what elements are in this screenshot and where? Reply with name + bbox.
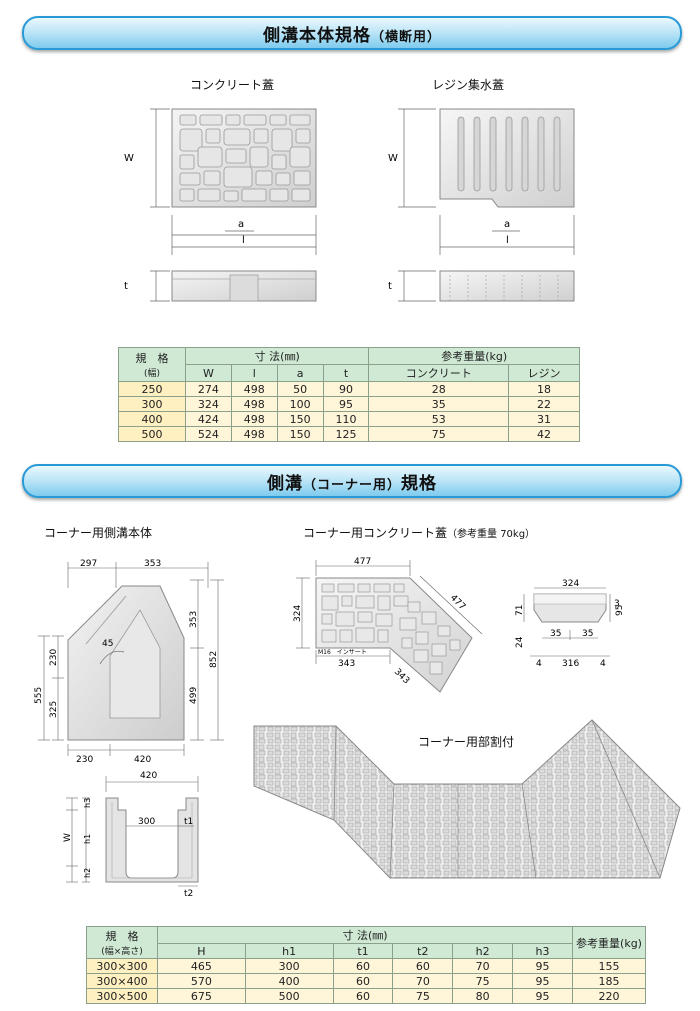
lid-sect-35b: 35 [582,629,593,639]
cs-dim-W: W [63,833,73,842]
concrete-l-label: l [242,235,245,246]
channel-cross-section-drawing: 420 300 t1 t2 h3 h1 h2 W [63,771,199,899]
lid-sect-3: 3 [614,599,620,609]
resin-lid-plan-drawing: W a l t [388,108,575,302]
section1-banner: 側溝本体規格（横断用） [22,16,682,50]
corner-lid-insert: M16 インサート [318,649,367,656]
table1-col-t: t [322,364,370,382]
table2-col-h3: h3 [512,943,573,959]
corner-lid-dim-343: 343 [338,659,355,669]
cs-dim-420: 420 [140,771,157,781]
cs-dim-h2: h2 [83,868,92,878]
channel-outline [105,797,199,883]
lid-sect-324: 324 [562,579,579,589]
concrete-a-label: a [238,219,244,230]
corner-body-dim-230: 230 [76,755,93,765]
cs-dim-t2: t2 [184,889,193,899]
cs-dim-300: 300 [138,817,155,827]
corner-lid-dim-477: 477 [354,557,371,567]
table2-weight-header: 参考重量(kg) [572,926,646,959]
corner-body-dim-499: 499 [189,687,199,704]
spec-table-straight: 規 格(幅) 寸 法(㎜) 参考重量(kg) W l a t コンクリート レジ… [118,347,580,442]
cs-dim-h3: h3 [83,798,92,808]
cs-dim-t1: t1 [184,817,193,827]
concrete-t-label: t [124,281,128,292]
lid-sect-24: 24 [515,636,525,648]
table1-col-W: W [185,364,232,382]
concrete-lid-pattern [179,114,311,202]
lid-sect-71: 71 [515,605,525,616]
cs-dim-h1: h1 [83,834,92,844]
lid-sect-35a: 35 [550,629,561,639]
lid-sect-4a: 4 [536,659,542,669]
table1-col-concrete: コンクリート [368,364,510,382]
resin-lid-slots [457,116,561,192]
corner-lid-dim-343d: 343 [392,667,411,686]
lid-sect-316: 316 [562,659,579,669]
corner-body-dim-325: 325 [49,701,59,718]
corner-body-label: コーナー用側溝本体 [44,526,153,540]
resin-a-label: a [504,219,510,230]
section1-title: 側溝本体規格（横断用） [262,25,441,46]
corner-cut-label: コーナー用部割付 [418,735,515,749]
table2-col-h1: h1 [244,943,334,959]
resin-lid-label: レジン集水蓋 [432,78,505,92]
corner-layout-shape [253,719,681,879]
table1-col-l: l [230,364,278,382]
table2-col-t1: t1 [332,943,394,959]
lid-section-drawing: 324 3 95 71 24 35 35 4 316 4 [515,579,625,669]
resin-W-label: W [388,153,398,164]
corner-body-dim-353v: 353 [189,611,199,628]
concrete-W-label: W [124,153,134,164]
table2-size-header: 規 格(幅×高さ) [86,926,158,959]
corner-body-plan-drawing: 297 353 353 852 499 230 325 555 230 420 … [34,559,224,765]
resin-t-label: t [388,281,392,292]
corner-body-dim-555: 555 [34,687,44,704]
table1-weight-header: 参考重量(kg) [368,347,580,365]
table2-col-t2: t2 [392,943,454,959]
corner-body-dim-297: 297 [80,559,97,569]
concrete-lid-label: コンクリート蓋 [190,78,275,92]
lid-sect-4b: 4 [600,659,606,669]
resin-l-label: l [506,235,509,246]
table2-col-H: H [157,943,246,959]
corner-body-dim-420: 420 [134,755,151,765]
table1-dims-header: 寸 法(㎜) [184,347,370,365]
lid-sect-95: 95 [615,605,625,616]
table1-col-a: a [276,364,324,382]
table1-size-header: 規 格(幅) [118,347,186,382]
table1-col-resin: レジン [508,364,580,382]
corner-layout-drawing [253,719,681,879]
corner-body-dim-852: 852 [209,651,219,668]
table2-col-h2: h2 [452,943,514,959]
table2-dims-header: 寸 法(㎜) [157,926,573,944]
corner-lid-dim-477d: 477 [448,593,467,612]
corner-lid-plan-drawing: 477 477 324 M16 インサート 343 343 [293,557,483,693]
section2-title: 側溝（コーナー用）規格 [266,473,437,494]
corner-lid-dim-324: 324 [293,605,303,622]
spec-table-corner: 規 格(幅×高さ) 寸 法(㎜) 参考重量(kg) H h1 t1 t2 h2 … [86,926,646,1004]
corner-body-dim-353: 353 [144,559,161,569]
concrete-lid-plan-drawing: W a l t [124,108,317,302]
corner-body-angle: 45 [102,639,113,649]
section2-banner: 側溝（コーナー用）規格 [22,464,682,498]
corner-lid-label: コーナー用コンクリート蓋（参考重量 70kg） [303,526,536,540]
resin-lid-side [439,270,575,302]
corner-body-dim-230v: 230 [49,649,59,666]
